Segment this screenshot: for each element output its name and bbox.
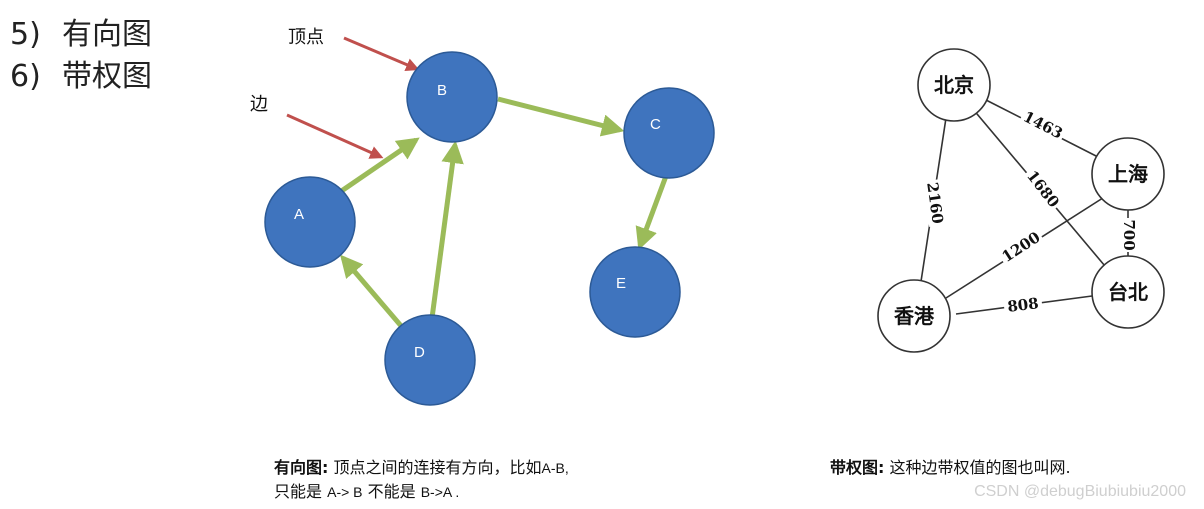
node-e: E: [589, 246, 681, 338]
edge-d-to-a: [340, 254, 404, 329]
list-number: 6): [10, 59, 41, 94]
node-c-label: C: [650, 116, 661, 133]
directed-graph-caption: 有向图: 顶点之间的连接有方向，比如A-B, 只能是 A-> B 不能是 B->…: [274, 456, 569, 504]
caption-text: 只能是: [274, 482, 323, 501]
weight-beijing-hongkong: 2160: [923, 181, 947, 225]
caption-example: A-> B: [327, 484, 363, 500]
list-text: 有向图: [62, 17, 152, 52]
weight-beijing-shanghai: 1463: [1020, 108, 1065, 143]
edge-b-to-c: [497, 96, 625, 137]
node-beijing: 北京: [917, 48, 991, 122]
watermark: CSDN @debugBiubiubiu2000: [974, 483, 1186, 500]
node-shanghai-label: 上海: [1108, 162, 1148, 186]
edge-annotation: 边: [250, 94, 268, 115]
weighted-graph-nodes: 北京 上海 香港 台北: [877, 48, 1165, 353]
caption-title: 有向图:: [274, 458, 329, 477]
caption-text: 不能是: [367, 482, 416, 501]
edge-pointer-arrow: [286, 113, 384, 159]
node-hongkong: 香港: [877, 279, 951, 353]
weight-shanghai-hongkong: 1200: [999, 228, 1044, 266]
node-b-label: B: [437, 82, 447, 99]
node-taibei-label: 台北: [1108, 280, 1148, 304]
node-d-label: D: [414, 344, 425, 361]
caption-line-1: 有向图: 顶点之间的连接有方向，比如A-B,: [274, 456, 569, 480]
edge-c-to-e: [635, 175, 669, 251]
edge-d-to-b: [429, 140, 464, 319]
weight-beijing-taibei: 1680: [1023, 167, 1063, 211]
node-shanghai: 上海: [1091, 137, 1165, 211]
list-number: 5): [10, 17, 41, 52]
caption-title: 带权图:: [830, 458, 885, 477]
graph-type-list: 5) 有向图 6) 带权图: [10, 14, 152, 98]
directed-graph-edges: [338, 96, 669, 329]
caption-text: 顶点之间的连接有方向，比如: [333, 458, 542, 477]
node-a: A: [264, 176, 356, 268]
node-c: C: [623, 87, 715, 179]
node-a-label: A: [294, 206, 304, 223]
caption-text: 这种边带权值的图也叫网.: [889, 458, 1071, 477]
weight-shanghai-taibei: 700: [1120, 219, 1138, 250]
annotation-arrows: [286, 36, 420, 159]
vertex-annotation: 顶点: [288, 27, 324, 48]
edge-a-to-b: [338, 137, 420, 195]
node-taibei: 台北: [1091, 255, 1165, 329]
node-e-label: E: [616, 275, 626, 292]
weighted-graph-caption: 带权图: 这种边带权值的图也叫网.: [830, 456, 1071, 480]
list-item-directed: 5) 有向图: [10, 14, 152, 56]
node-beijing-label: 北京: [934, 73, 974, 97]
node-d: D: [384, 314, 476, 406]
node-b: B: [406, 51, 498, 143]
caption-line-2: 只能是 A-> B 不能是 B->A .: [274, 480, 569, 504]
node-hongkong-label: 香港: [894, 304, 935, 328]
vertex-pointer-arrow: [343, 36, 420, 71]
directed-graph-nodes: A B C D E: [264, 51, 715, 406]
caption-example: A-B,: [541, 460, 569, 476]
list-item-weighted: 6) 带权图: [10, 56, 152, 98]
weight-hongkong-taibei: 808: [1006, 294, 1039, 316]
caption-example: B->A .: [420, 484, 460, 500]
list-text: 带权图: [62, 59, 152, 94]
